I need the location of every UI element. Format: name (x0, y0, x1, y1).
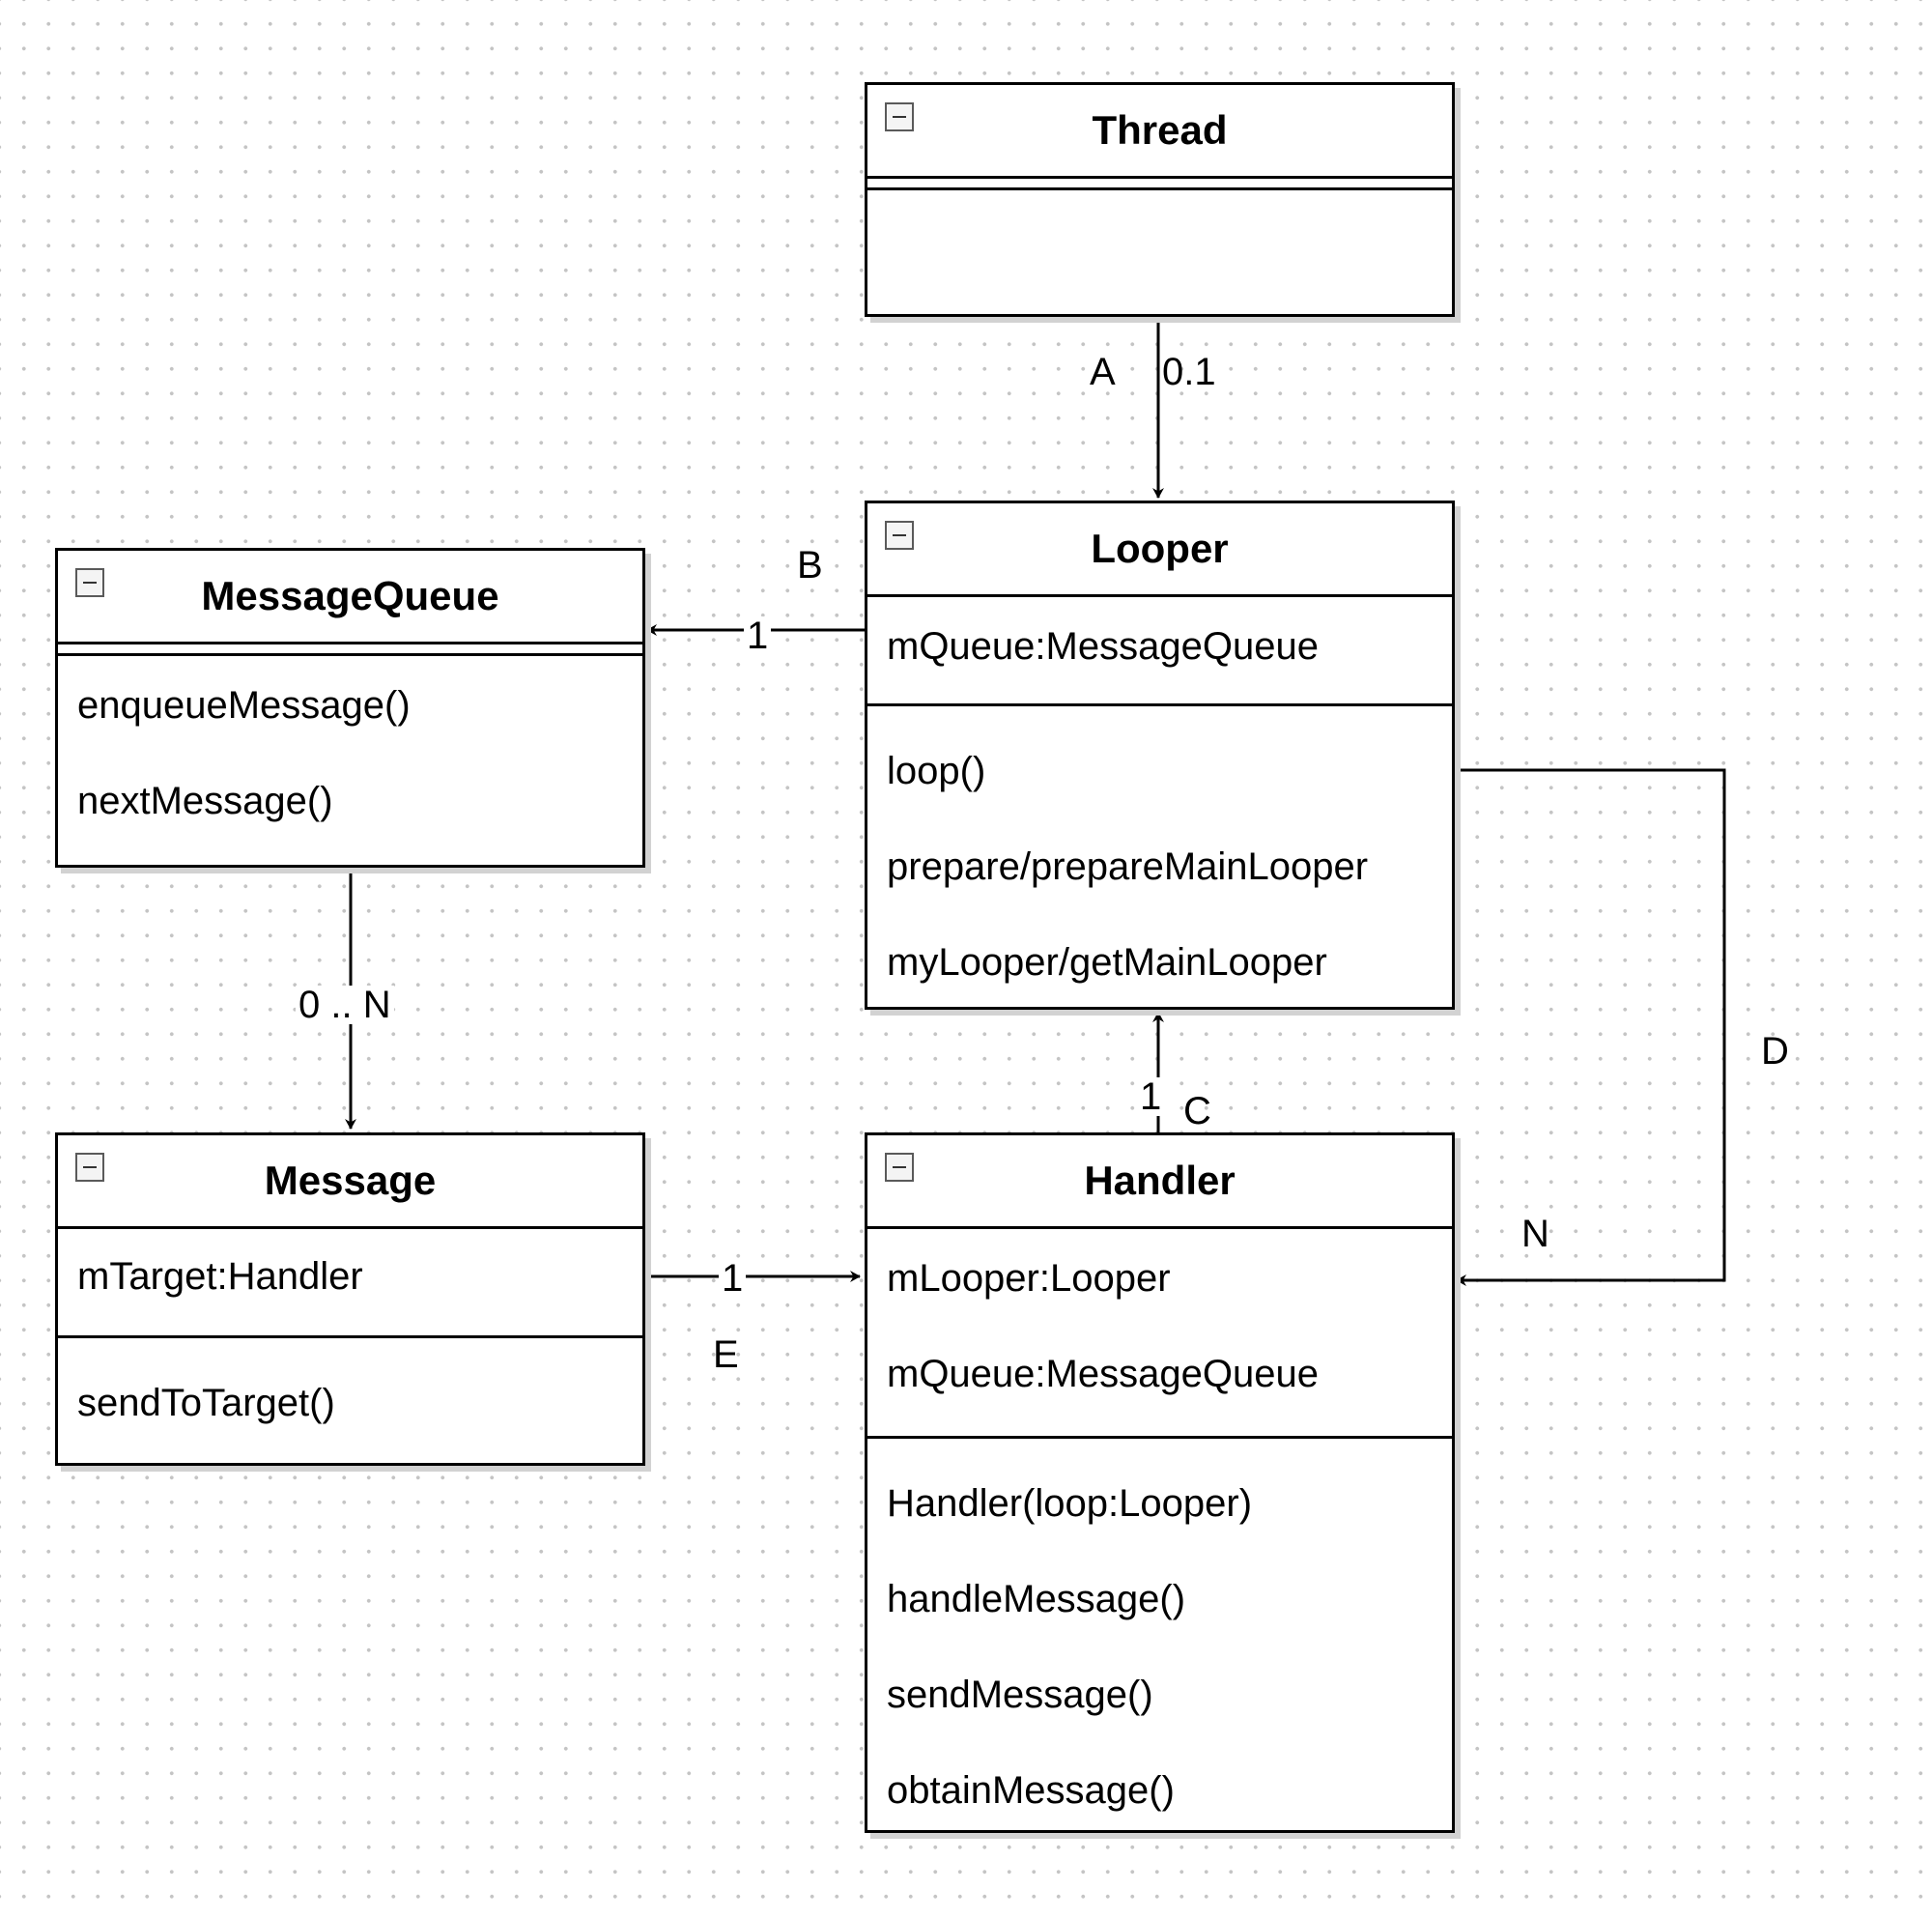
connector-d-looper-to-handler[interactable] (1452, 768, 1726, 1286)
method[interactable]: Handler(loop:Looper) (887, 1482, 1253, 1525)
class-name: Message (264, 1158, 437, 1203)
connector-c-multiplicity: 1 (1137, 1077, 1165, 1116)
connector-b-multiplicity: 1 (744, 616, 772, 655)
connector-e-multiplicity: 1 (719, 1259, 747, 1298)
class-name: MessageQueue (201, 573, 499, 618)
class-messagequeue[interactable]: MessageQueue enqueueMessage() nextMessag… (55, 548, 645, 868)
attribute[interactable]: mTarget:Handler (77, 1255, 363, 1298)
collapse-icon[interactable] (885, 102, 914, 131)
methods-compartment: loop() prepare/prepareMainLooper myLoope… (867, 706, 1452, 1011)
class-name: Looper (1091, 526, 1229, 571)
class-thread[interactable]: Thread (865, 82, 1455, 317)
method[interactable]: enqueueMessage() (77, 684, 411, 727)
collapse-icon[interactable] (885, 1153, 914, 1182)
connector-b-label: B (797, 544, 823, 587)
connector-c-label: C (1183, 1090, 1211, 1132)
class-header: MessageQueue (58, 551, 642, 644)
class-name: Thread (1092, 107, 1228, 153)
class-header: Message (58, 1135, 642, 1229)
attribute[interactable]: mQueue:MessageQueue (887, 1353, 1319, 1395)
attributes-compartment (867, 179, 1452, 190)
class-handler[interactable]: Handler mLooper:Looper mQueue:MessageQue… (865, 1132, 1455, 1833)
attributes-compartment: mLooper:Looper mQueue:MessageQueue (867, 1229, 1452, 1439)
method[interactable]: myLooper/getMainLooper (887, 941, 1327, 984)
method[interactable]: sendToTarget() (77, 1382, 335, 1424)
connector-a-multiplicity: 0.1 (1162, 351, 1216, 393)
method[interactable]: handleMessage() (887, 1578, 1186, 1620)
attributes-compartment: mQueue:MessageQueue (867, 597, 1452, 706)
collapse-icon[interactable] (75, 1153, 104, 1182)
methods-compartment: enqueueMessage() nextMessage() (58, 656, 642, 849)
method[interactable]: obtainMessage() (887, 1769, 1175, 1812)
attribute[interactable]: mQueue:MessageQueue (887, 625, 1319, 668)
class-message[interactable]: Message mTarget:Handler sendToTarget() (55, 1132, 645, 1466)
connector-messagequeue-message-multiplicity: 0 .. N (296, 986, 394, 1024)
class-header: Thread (867, 85, 1452, 179)
methods-compartment: Handler(loop:Looper) handleMessage() sen… (867, 1439, 1452, 1839)
methods-compartment: sendToTarget() (58, 1338, 642, 1451)
class-name: Handler (1084, 1158, 1236, 1203)
attributes-compartment: mTarget:Handler (58, 1229, 642, 1338)
connector-a-label: A (1090, 351, 1116, 393)
attributes-compartment (58, 644, 642, 656)
method[interactable]: nextMessage() (77, 780, 333, 822)
class-header: Handler (867, 1135, 1452, 1229)
attribute[interactable]: mLooper:Looper (887, 1257, 1171, 1300)
class-header: Looper (867, 503, 1452, 597)
connector-d-multiplicity: N (1521, 1213, 1549, 1255)
method[interactable]: sendMessage() (887, 1674, 1153, 1716)
collapse-icon[interactable] (885, 521, 914, 550)
method[interactable]: prepare/prepareMainLooper (887, 845, 1369, 888)
connector-d-label: D (1761, 1030, 1789, 1073)
connector-e-label: E (713, 1333, 739, 1376)
class-looper[interactable]: Looper mQueue:MessageQueue loop() prepar… (865, 501, 1455, 1010)
method[interactable]: loop() (887, 750, 986, 792)
collapse-icon[interactable] (75, 568, 104, 597)
